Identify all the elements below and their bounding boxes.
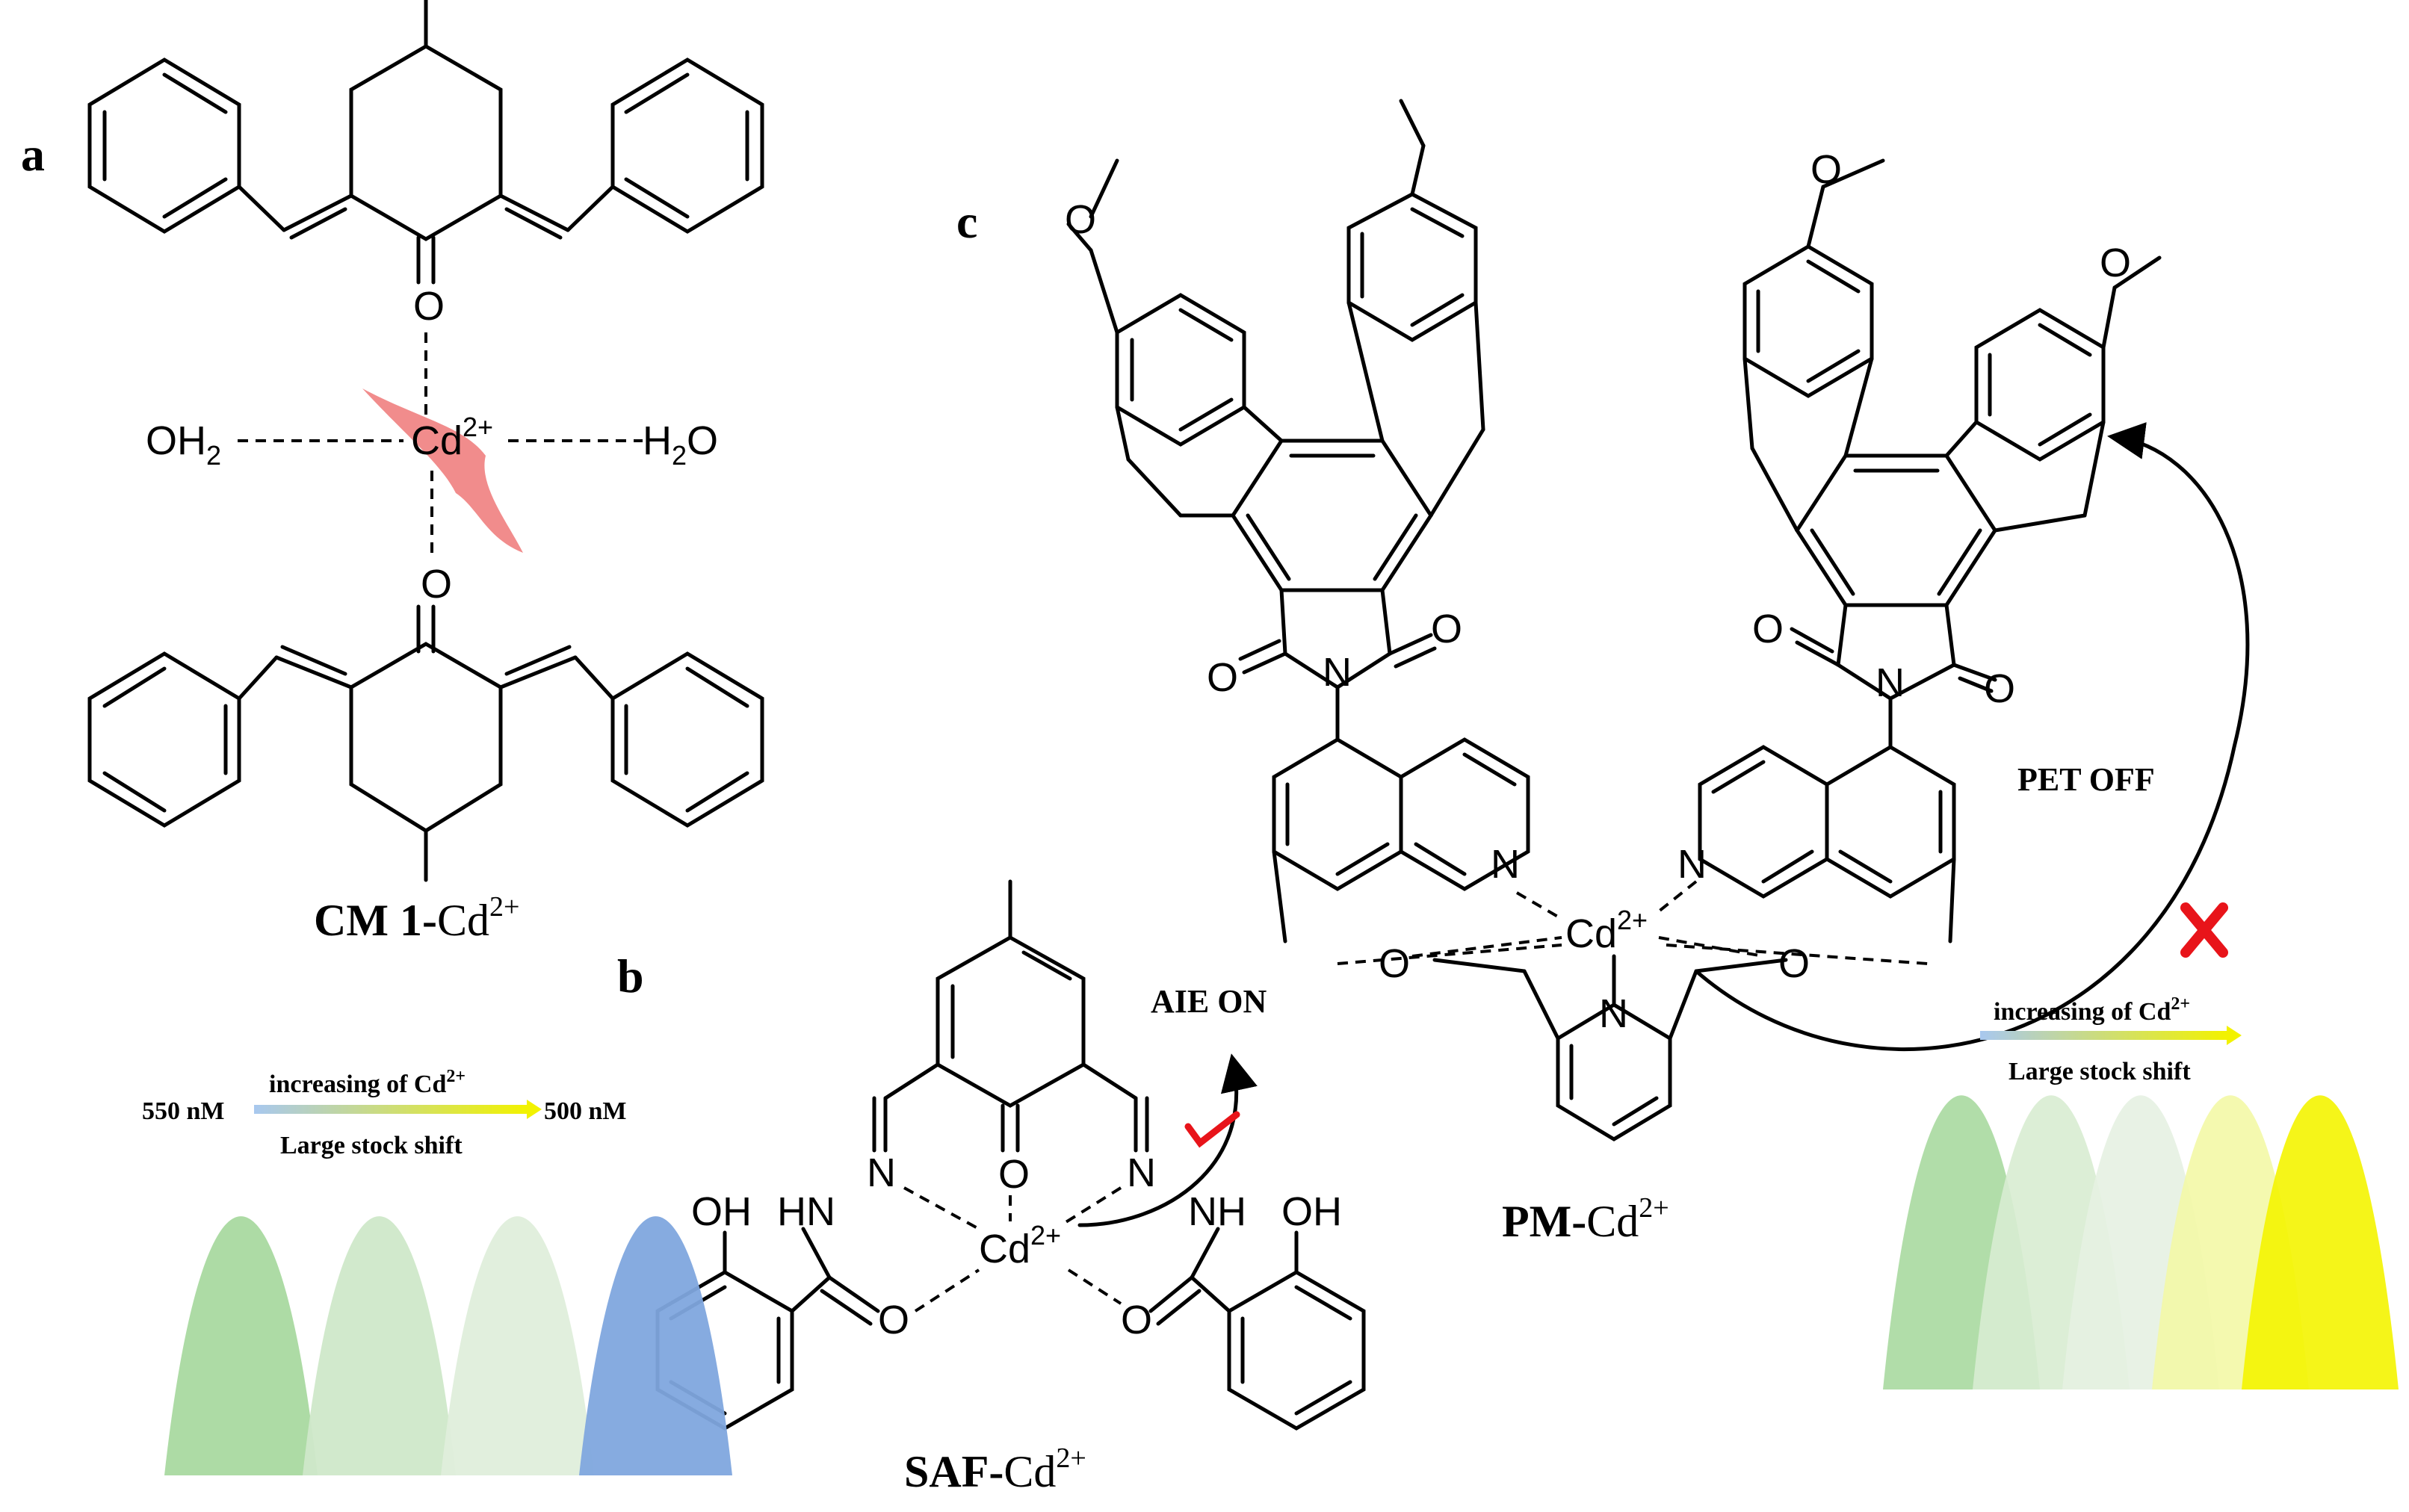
complex-a-ligand-left: OH2 (146, 418, 221, 471)
complex-c-pyridine-n: N (1599, 991, 1628, 1036)
complex-b-peak-3 (441, 1216, 594, 1475)
complex-a-ligand-right: H2O (643, 418, 718, 471)
complex-b-arrow-sublabel: Large stock shift (280, 1132, 463, 1159)
complex-b-arrow-label: increasing of Cd2+ (269, 1067, 466, 1098)
complex-c-imide-n-1: N (1323, 650, 1352, 695)
complex-a-oxygen-bottom: O (421, 562, 452, 607)
panel-label-b: b (617, 949, 644, 1003)
complex-b-peak-2 (303, 1216, 456, 1475)
complex-c-quinoline-n-2: N (1677, 842, 1707, 887)
complex-c-imide-o-4: O (1984, 666, 2015, 711)
complex-c-methoxy-o-1: O (1065, 197, 1096, 242)
complex-b-nh-right: NH (1188, 1189, 1246, 1234)
panel-label-a: a (21, 128, 45, 181)
complex-c-methoxy-o-3: O (2100, 241, 2131, 285)
complex-b-oh-left: OH (691, 1189, 752, 1234)
complex-b-imine-right: N (1127, 1150, 1156, 1195)
complex-c-arrow-sublabel: Large stock shift (2008, 1058, 2191, 1085)
complex-c-emission-arrow (1980, 1026, 2242, 1045)
complex-b-emission-peaks (164, 1216, 732, 1475)
complex-c-quinoline-n-1: N (1491, 842, 1520, 887)
complex-b-carbonyl-o: O (998, 1152, 1030, 1197)
complex-b-oh-right: OH (1281, 1189, 1342, 1234)
complex-a-metal-center: Cd2+ (411, 412, 493, 463)
complex-c-imide-o-1: O (1207, 655, 1238, 700)
pet-blocked-cross-icon (2180, 902, 2228, 958)
complex-b-amide-o-right: O (1121, 1298, 1152, 1342)
complex-b-annotation: AIE ON (1151, 983, 1267, 1020)
complex-c-structure (1066, 99, 2250, 1141)
complex-b-hn-left: HN (777, 1189, 835, 1234)
complex-b-peak-4 (579, 1216, 732, 1475)
complex-a-name: CM 1-Cd2+ (314, 891, 519, 945)
panel-label-c: c (956, 195, 977, 248)
complex-b-emission-arrow (254, 1100, 542, 1119)
complex-c-imide-n-2: N (1875, 660, 1905, 705)
complex-b-range-end: 500 nM (544, 1097, 627, 1125)
aie-check-icon (1184, 1111, 1240, 1148)
complex-c-metal-center: Cd2+ (1565, 905, 1648, 956)
complex-c-annotation: PET OFF (2017, 761, 2155, 798)
complex-c-imide-o-2: O (1431, 607, 1462, 651)
excitation-flash-icon (362, 388, 523, 553)
complex-c-ether-o-left: O (1379, 941, 1410, 986)
complex-c-name: PM-Cd2+ (1502, 1192, 1669, 1246)
complex-a-structure (87, 0, 764, 882)
complex-c-imide-o-3: O (1752, 607, 1784, 651)
complex-b-imine-left: N (867, 1150, 896, 1195)
complex-b-name: SAF-Cd2+ (904, 1443, 1086, 1496)
complex-b-metal-center: Cd2+ (979, 1220, 1061, 1271)
complex-c-emission-peaks (1883, 1095, 2399, 1389)
complex-c-arrow-label: increasing of Cd2+ (1994, 994, 2190, 1026)
complex-b-peak-1 (164, 1216, 318, 1475)
complex-b-range-start: 550 nM (142, 1097, 225, 1125)
complex-c-methoxy-o-2: O (1810, 147, 1842, 192)
complex-c-ether-o-right: O (1778, 941, 1810, 986)
complex-b-amide-o-left: O (878, 1298, 909, 1342)
complex-a-oxygen-top: O (413, 284, 445, 329)
complex-c-peak-5 (2242, 1095, 2399, 1389)
